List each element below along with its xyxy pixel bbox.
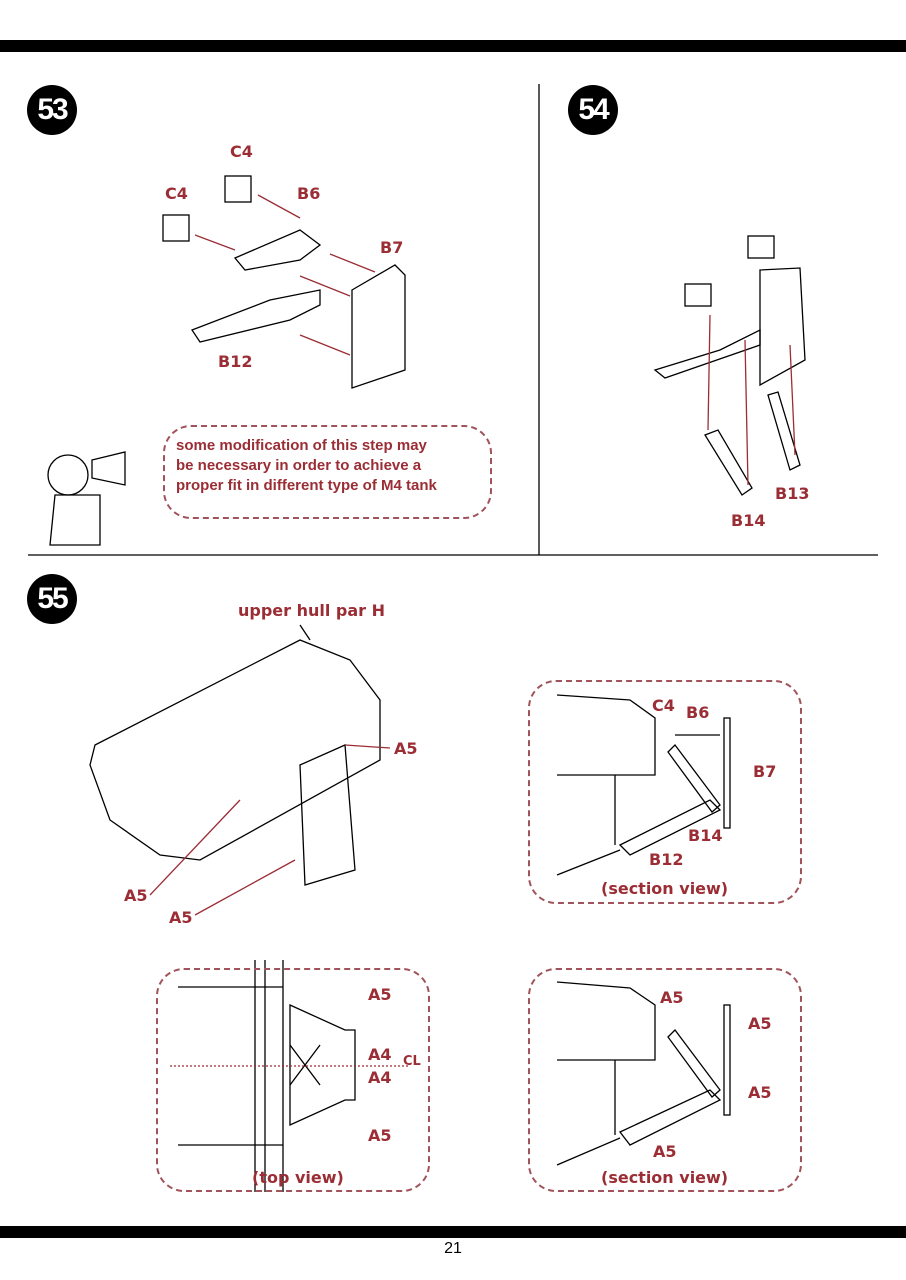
part-label-b6: B6	[297, 184, 321, 203]
part-label-a5: A5	[748, 1014, 772, 1033]
part-label-a5: A5	[368, 1126, 392, 1145]
section-view-caption: (section view)	[601, 1168, 729, 1187]
step55-hull	[89, 624, 381, 886]
part-label-b14: B14	[688, 826, 723, 845]
part-label-b7: B7	[753, 762, 777, 781]
step54-arrows	[707, 314, 796, 486]
part-label-a4: A4	[368, 1068, 392, 1087]
top-view-caption: (top view)	[252, 1168, 344, 1187]
step-53-badge: 53	[27, 85, 77, 135]
step-number: 54	[578, 93, 609, 126]
modification-note: some modification of this step may be ne…	[176, 436, 437, 496]
part-label-a5: A5	[124, 886, 148, 905]
part-label-c4: C4	[652, 696, 675, 715]
part-label-a4: A4	[368, 1045, 392, 1064]
step-number: 55	[37, 582, 68, 615]
part-label-b7: B7	[380, 238, 404, 257]
step53-parts	[162, 175, 406, 389]
page-number: 21	[444, 1240, 462, 1257]
section-view-1-box	[528, 680, 802, 904]
part-label-b12: B12	[649, 850, 684, 869]
part-label-a5: A5	[169, 908, 193, 927]
centerline-label: CL	[403, 1054, 421, 1069]
part-label-b14: B14	[731, 511, 766, 530]
part-label-a5: A5	[748, 1083, 772, 1102]
step-55-badge: 55	[27, 574, 77, 624]
step53-arrows	[194, 194, 376, 356]
bottom-bar	[0, 1226, 906, 1238]
part-label-b13: B13	[775, 484, 810, 503]
part-label-c4: C4	[165, 184, 188, 203]
section-view-caption: (section view)	[601, 879, 729, 898]
top-view-drawing	[178, 960, 356, 1192]
note-line: some modification of this step may	[176, 437, 427, 454]
part-label-b6: B6	[686, 703, 710, 722]
part-label-a5: A5	[368, 985, 392, 1004]
part-label-a5: A5	[660, 988, 684, 1007]
part-label-b12: B12	[218, 352, 253, 371]
note-bubble	[163, 425, 492, 519]
part-label-a5: A5	[653, 1142, 677, 1161]
cat-mascot	[47, 451, 126, 546]
step-54-badge: 54	[568, 85, 618, 135]
part-label-upper-hull: upper hull par H	[238, 601, 386, 620]
note-line: be necessary in order to achieve a	[176, 457, 422, 474]
top-view-box	[156, 968, 430, 1192]
top-bar	[0, 40, 906, 52]
part-label-c4: C4	[230, 142, 253, 161]
note-line: proper fit in different type of M4 tank	[176, 477, 437, 494]
step55-leaders	[149, 744, 391, 916]
step-number: 53	[37, 93, 68, 126]
section-view-2-box	[528, 968, 802, 1192]
section-view-1-drawing	[556, 694, 731, 876]
part-label-a5: A5	[394, 739, 418, 758]
section-view-2-drawing	[556, 981, 731, 1166]
step54-parts	[653, 235, 806, 496]
